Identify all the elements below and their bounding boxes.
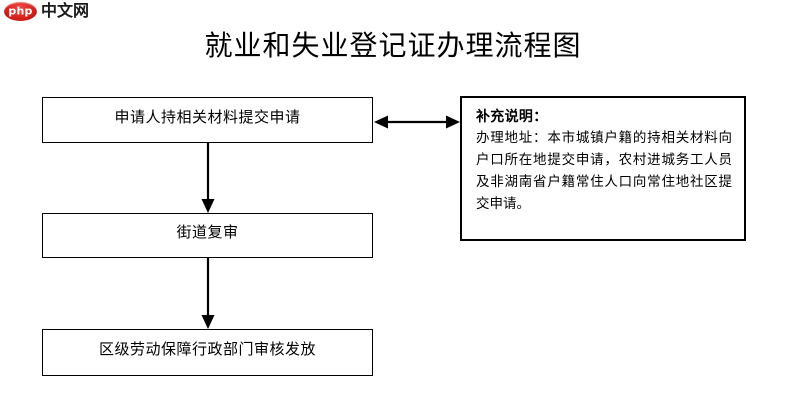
flow-node-street-review: 街道复审 — [42, 213, 373, 258]
site-name-label: 中文网 — [41, 0, 90, 20]
supplementary-note-box: 补充说明： 办理地址：本市城镇户籍的持相关材料向户口所在地提交申请，农村进城务工… — [460, 96, 746, 241]
site-watermark-logo: php 中文网 — [4, 2, 89, 21]
flow-node-apply: 申请人持相关材料提交申请 — [42, 97, 373, 143]
flow-node-label: 申请人持相关材料提交申请 — [114, 107, 301, 126]
flow-node-district-issue: 区级劳动保障行政部门审核发放 — [42, 329, 373, 376]
flow-node-label: 街道复审 — [176, 223, 239, 241]
php-badge-label: php — [8, 4, 33, 18]
php-badge-icon: php — [4, 2, 37, 21]
flow-node-label: 区级劳动保障行政部门审核发放 — [98, 340, 316, 358]
note-heading: 补充说明： — [476, 109, 548, 125]
page-title: 就业和失业登记证办理流程图 — [204, 29, 582, 62]
note-body-text: 办理地址：本市城镇户籍的持相关材料向户口所在地提交申请，农村进城务工人员及非湖南… — [476, 130, 732, 212]
